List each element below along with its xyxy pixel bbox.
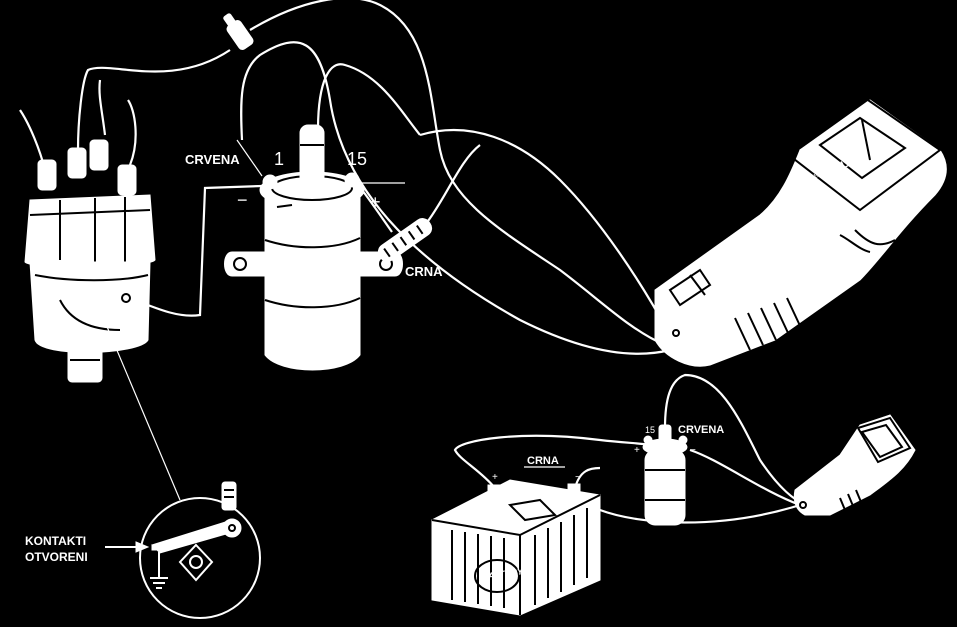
lead-high-tension [249, 0, 666, 347]
ignition-coil-icon [224, 63, 421, 371]
lead-secondary [419, 128, 671, 336]
label-battery-minus: − [575, 472, 581, 483]
label-terminal-1: 1 [274, 149, 284, 169]
wire-distributor-to-coil [134, 184, 263, 317]
wire-battery-minus [573, 466, 601, 489]
small-coil-tester-icon [793, 414, 916, 516]
label-crvena-small: CRVENA [678, 424, 724, 436]
breaker-points-icon [139, 481, 261, 619]
small-coil-icon [642, 424, 688, 526]
distributor-icon [19, 13, 254, 383]
detail-pointer-line [99, 309, 181, 501]
label-terminal-15: 15 [347, 149, 367, 169]
wire-coil-crvena [689, 448, 801, 507]
label-crna: CRNA [405, 264, 443, 279]
label-battery-plus: + [492, 472, 498, 483]
label-otvoreni: OTVORENI [25, 550, 88, 564]
label-crvena: CRVENA [185, 152, 240, 167]
wire-battery-to-tester [599, 503, 801, 524]
battery-icon: BATTERY [431, 479, 601, 616]
wire-coil-to-tester [663, 373, 806, 506]
ground-symbol-icon [150, 552, 168, 589]
wire-battery-plus [453, 434, 651, 489]
label-minus: − [237, 190, 248, 210]
coil-tester-icon: COIL TESTER [654, 96, 947, 367]
label-coil-small-minus: − [690, 445, 696, 456]
crvena-pointer-line [236, 139, 263, 177]
lead-return [240, 41, 671, 355]
label-crna-small: CRNA [527, 455, 559, 467]
label-plus: + [370, 192, 381, 212]
label-coil-small-plus: + [634, 445, 640, 456]
label-kontakti: KONTAKTI [25, 534, 86, 548]
label-15-small: 15 [645, 425, 655, 435]
